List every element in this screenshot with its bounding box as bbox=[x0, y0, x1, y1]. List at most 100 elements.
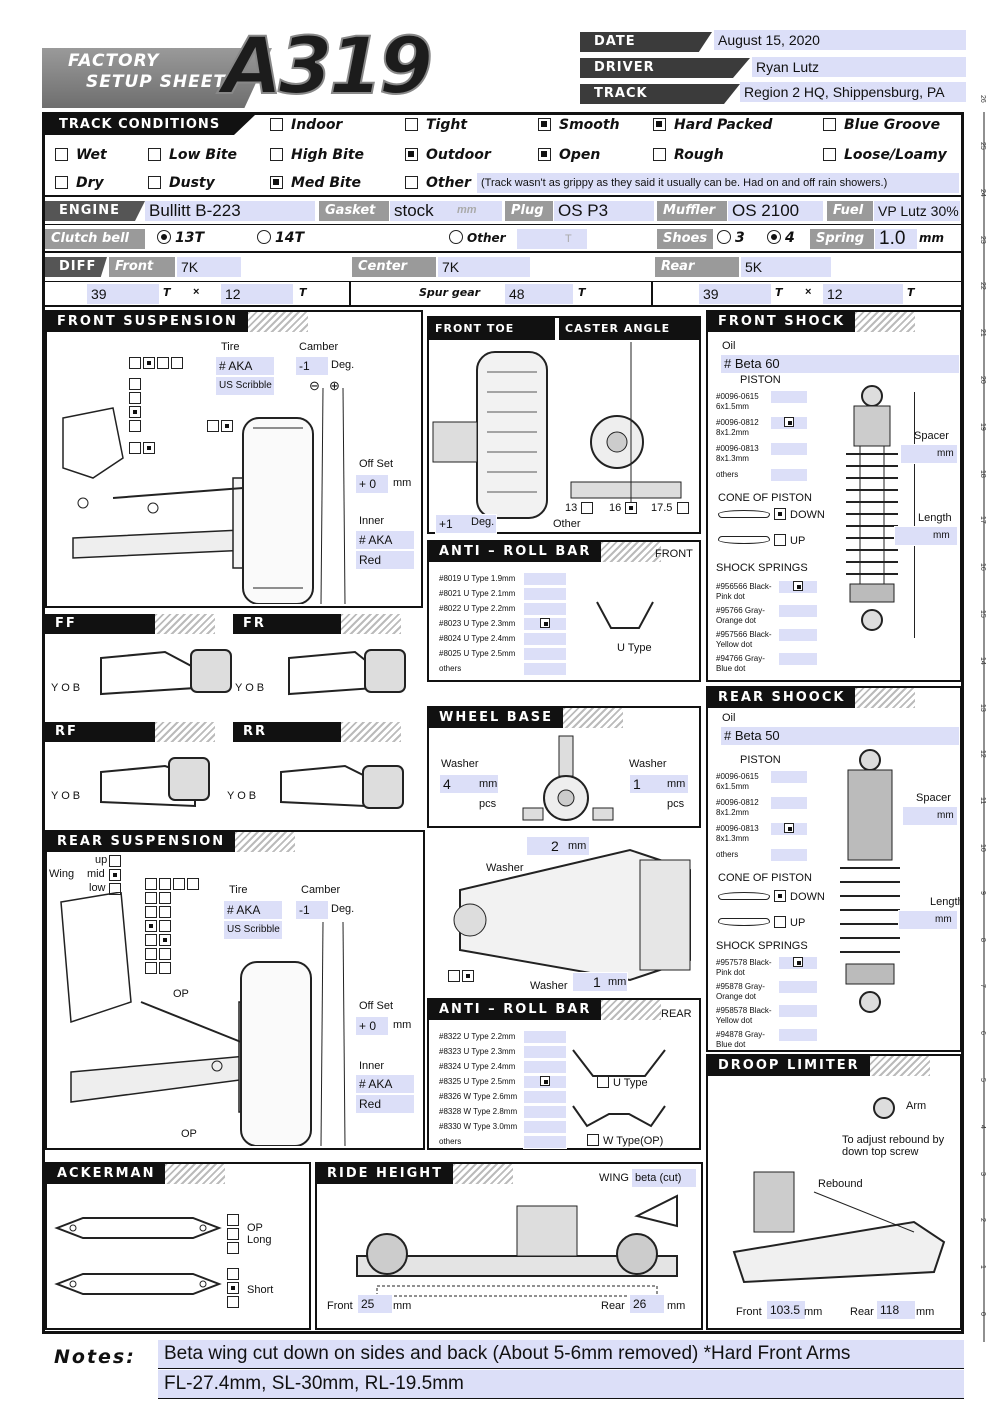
wing-mid-box[interactable] bbox=[109, 869, 121, 881]
rear-offset-field[interactable]: + 0 bbox=[355, 1016, 389, 1036]
front-arb-option-box[interactable] bbox=[523, 617, 567, 631]
rear-washer-bottom-field[interactable]: 1 bbox=[572, 972, 628, 992]
rear-arb-option-box[interactable] bbox=[523, 1045, 567, 1059]
gasket-field[interactable]: stock bbox=[390, 201, 502, 221]
link-mount-hole[interactable] bbox=[173, 878, 185, 890]
link-mount-hole[interactable] bbox=[145, 934, 157, 946]
front-arb-option-box[interactable] bbox=[523, 572, 567, 586]
mount-hole[interactable] bbox=[171, 357, 183, 369]
link-mount-hole[interactable] bbox=[145, 892, 157, 904]
rear-spacer-field[interactable]: mm bbox=[902, 806, 958, 826]
mount-hole[interactable] bbox=[129, 420, 141, 432]
link-mount-hole[interactable] bbox=[145, 920, 157, 932]
link-mount-hole[interactable] bbox=[145, 948, 157, 960]
shoes-3[interactable]: 3 bbox=[717, 230, 745, 246]
mount-hole[interactable] bbox=[462, 970, 474, 982]
front-inner-color[interactable]: Red bbox=[355, 550, 415, 570]
cond-indoor[interactable]: Indoor bbox=[270, 117, 342, 133]
front-spring-option-box[interactable] bbox=[778, 604, 818, 618]
rear-arb-option-box[interactable] bbox=[523, 1060, 567, 1074]
track-field[interactable]: Region 2 HQ, Shippensburg, PA bbox=[740, 82, 966, 102]
rear-arb-option-box[interactable] bbox=[523, 1105, 567, 1119]
clutch-other-field[interactable]: T bbox=[517, 229, 587, 249]
ackerman-box[interactable] bbox=[227, 1228, 239, 1240]
link-mount-hole[interactable] bbox=[159, 906, 171, 918]
link-mount-hole[interactable] bbox=[159, 892, 171, 904]
u-type-box[interactable] bbox=[597, 1076, 609, 1088]
ackerman-box[interactable] bbox=[227, 1282, 239, 1294]
mount-hole[interactable] bbox=[129, 378, 141, 390]
front-arb-option-box[interactable] bbox=[523, 602, 567, 616]
wing-field[interactable]: beta (cut) bbox=[631, 1168, 697, 1188]
link-mount-hole[interactable] bbox=[159, 934, 171, 946]
front-pinion[interactable]: 12 bbox=[221, 284, 293, 304]
wing-up-box[interactable] bbox=[109, 855, 121, 867]
rear-arb-option-box[interactable] bbox=[523, 1075, 567, 1089]
rear-piston-option-box[interactable] bbox=[770, 796, 808, 810]
date-field[interactable]: August 15, 2020 bbox=[714, 30, 966, 50]
droop-rear-field[interactable]: 118 bbox=[876, 1300, 916, 1320]
diff-front-field[interactable]: 7K bbox=[177, 257, 241, 277]
spur-gear-field[interactable]: 48 bbox=[505, 284, 573, 304]
mount-hole[interactable] bbox=[143, 357, 155, 369]
front-length-field[interactable]: mm bbox=[894, 526, 958, 546]
cond-tight[interactable]: Tight bbox=[405, 117, 467, 133]
rear-spring-option-box[interactable] bbox=[778, 1004, 818, 1018]
cond-dry[interactable]: Dry bbox=[55, 175, 104, 191]
wheelbase-left-pcs[interactable] bbox=[439, 794, 499, 796]
toe-field[interactable]: +1 bbox=[435, 514, 497, 534]
mount-hole[interactable] bbox=[143, 442, 155, 454]
link-mount-hole[interactable] bbox=[187, 878, 199, 890]
fuel-field[interactable]: VP Lutz 30% bbox=[874, 201, 960, 221]
shoes-4[interactable]: 4 bbox=[767, 230, 795, 246]
wheelbase-left-field[interactable]: 4 bbox=[439, 774, 499, 794]
mount-hole[interactable] bbox=[448, 970, 460, 982]
cone-up-box[interactable] bbox=[774, 534, 786, 546]
front-piston-option-box[interactable] bbox=[770, 442, 808, 456]
cone-down-box[interactable] bbox=[774, 890, 786, 902]
minus-icon[interactable]: ⊖ bbox=[309, 378, 320, 393]
front-arb-option-box[interactable] bbox=[523, 647, 567, 661]
droop-front-field[interactable]: 103.5 bbox=[766, 1300, 806, 1320]
rear-oil-field[interactable]: # Beta 50 bbox=[720, 726, 960, 746]
ackerman-box[interactable] bbox=[227, 1268, 239, 1280]
front-piston-option-box[interactable] bbox=[770, 416, 808, 430]
front-arb-option-box[interactable] bbox=[523, 662, 567, 676]
front-piston-option-box[interactable] bbox=[770, 468, 808, 482]
wheelbase-right-pcs[interactable] bbox=[629, 794, 689, 796]
front-spring-option-box[interactable] bbox=[778, 652, 818, 666]
engine-field[interactable]: Bullitt B-223 bbox=[145, 201, 315, 221]
mount-hole[interactable] bbox=[221, 420, 233, 432]
link-mount-hole[interactable] bbox=[145, 878, 157, 890]
cond-loose[interactable]: Loose/Loamy bbox=[823, 147, 947, 163]
diff-rear-field[interactable]: 5K bbox=[741, 257, 831, 277]
muffler-field[interactable]: OS 2100 bbox=[728, 201, 823, 221]
cond-high-bite[interactable]: High Bite bbox=[270, 147, 364, 163]
plug-field[interactable]: OS P3 bbox=[554, 201, 654, 221]
rear-tire-compound[interactable]: US Scribble bbox=[223, 920, 283, 940]
rear-camber-field[interactable]: -1 bbox=[295, 900, 329, 920]
caster-13-box[interactable] bbox=[581, 502, 593, 514]
cond-wet[interactable]: Wet bbox=[55, 147, 107, 163]
rear-tire-field[interactable]: # AKA bbox=[223, 900, 283, 920]
w-type-box[interactable] bbox=[587, 1134, 599, 1146]
mount-hole[interactable] bbox=[129, 442, 141, 454]
rear-inner-field[interactable]: # AKA bbox=[355, 1074, 415, 1094]
link-mount-hole[interactable] bbox=[159, 948, 171, 960]
cond-med-bite[interactable]: Med Bite bbox=[270, 175, 361, 191]
link-mount-hole[interactable] bbox=[159, 878, 171, 890]
rear-piston-option-box[interactable] bbox=[770, 770, 808, 784]
front-camber-field[interactable]: -1 bbox=[295, 356, 329, 376]
rear-inner-color[interactable]: Red bbox=[355, 1094, 415, 1114]
cond-smooth[interactable]: Smooth bbox=[538, 117, 620, 133]
cond-outdoor[interactable]: Outdoor bbox=[405, 147, 491, 163]
front-offset-field[interactable]: + 0 bbox=[355, 474, 389, 494]
notes-line-2[interactable]: FL-27.4mm, SL-30mm, RL-19.5mm bbox=[158, 1370, 964, 1399]
ride-front-field[interactable]: 25 bbox=[357, 1294, 393, 1314]
rear-arb-option-box[interactable] bbox=[523, 1135, 567, 1149]
front-spring-option-box[interactable] bbox=[778, 580, 818, 594]
clutch-13t[interactable]: 13T bbox=[157, 230, 204, 246]
front-inner-field[interactable]: # AKA bbox=[355, 530, 415, 550]
wheelbase-right-field[interactable]: 1 bbox=[629, 774, 689, 794]
front-arb-option-box[interactable] bbox=[523, 632, 567, 646]
